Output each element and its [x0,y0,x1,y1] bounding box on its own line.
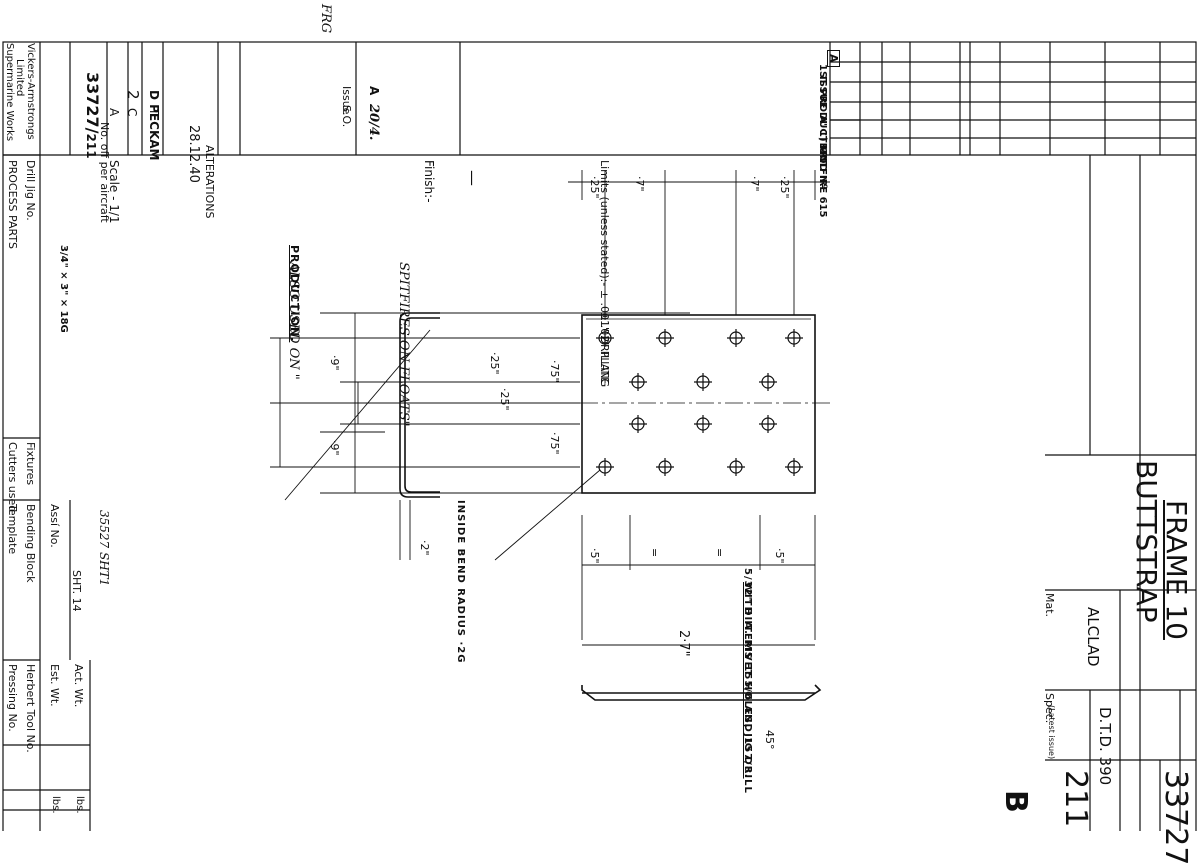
mat-value: ALCLAD [1084,607,1102,667]
limits-label-2: ± .02" PLATE [598,312,611,385]
bend-radius-note: INSIDE BEND RADIUS ·2G [455,500,466,664]
spitfire-note: SPITFIRE 615 [817,143,828,218]
dim-right-lower: ·75" [548,432,561,455]
part-title-2: FRAME 10 [1160,500,1193,640]
dimension-lines [270,170,830,646]
sheet-border [2,41,1197,831]
dim-center-offset: ·25" [498,388,511,411]
part-title-1: BUTTSTRAP [1130,460,1163,623]
no-off-label: No. off per aircraft [98,122,111,223]
finish-value: — [463,170,482,186]
rotated-drawing: Vickers-Armstrongs Limited Supermarine W… [2,4,1197,865]
issue-letter: B [998,790,1033,813]
drawing-ref: 35527 SHT1 [97,510,111,587]
drawn-by: D PECKAM [147,90,161,161]
lbs-label-1: lbs. [50,796,61,814]
company-line2: Limited [14,59,26,97]
no-off-value: 2 [124,90,142,100]
dim-angle: 45° [763,730,776,750]
template-label: Template [6,504,19,555]
cutters-label: Cutters used [6,442,19,513]
dim-eq-1: = [648,548,661,558]
alteration-date: 28.12.40 [186,125,201,183]
process-parts-title: PROCESS PARTS [6,160,19,250]
alteration-letter-t: T [147,108,161,116]
alteration-letter-c: C [125,108,139,117]
dim-top-right-edge: ·25" [588,176,601,199]
dim-top-left-pitch: ·7" [748,176,761,192]
company-line1: Vickers-Armstrongs [25,43,36,140]
alterations-title: ALTERATIONS [203,145,216,219]
dim-row-offset: ·25" [488,352,501,375]
drawing-sheet-top-value: 211 [84,133,98,159]
drawing-sheet: 211 [1058,770,1093,828]
company-name: Vickers-Armstrongs Limited Supermarine W… [4,43,36,141]
sheet-ref: SHT. 14 [70,570,83,612]
drawing-number: 33727 [1158,770,1193,865]
drawing-number-top-value: 33727 [83,72,102,128]
mat-label: Mat. [1043,593,1056,618]
dim-top-left-edge: ·25" [778,176,791,199]
spec-sub: (Latest issue) [1047,705,1056,760]
herbert-label: Herbert Tool No. [24,664,37,753]
drill-jig-label: Drill Jig No. [24,160,37,221]
finish-label: Finish:- [422,160,436,203]
dim-bottom-left: ·5" [588,548,601,564]
company-line3: Supermarine Works [4,43,15,142]
drawing-sheet: Vickers-Armstrongs Limited Supermarine W… [2,4,1197,865]
so-value: 20/4. [366,104,381,141]
pressing-label: Pressing No. [6,664,19,732]
act-wt-label: Act. Wt. [72,664,85,708]
dim-vert-lower: ·9" [328,440,341,456]
lbs-label-2: lbs. [74,796,85,814]
stock-size: 3/4" × 3" × 18G [58,245,69,333]
spec-value: D.T.D. 390 [1096,707,1114,786]
dim-overall: 2·7" [676,630,691,657]
so-label: S.O. [340,105,353,128]
frg-mark: FRG [318,4,333,34]
assy-no-label: Assí No. [48,504,61,548]
drawing-linework [2,41,1197,831]
also-used-line3: PRODUCTION. [288,245,301,343]
also-used-line2: SPITFIRES ON FLOATS" [396,262,411,427]
dim-thickness: ·2" [418,540,431,556]
issue-mark: A [367,86,381,96]
issue-box: A [827,50,840,67]
leader-lines [284,329,601,561]
est-wt-label: Est. Wt. [48,664,61,707]
dim-vert-upper: ·9" [328,355,341,371]
plate-section-view [399,312,440,560]
dim-eq-2: = [713,548,726,558]
alteration-letter-a: A [107,108,121,117]
dim-top-right-pitch: ·7" [633,176,646,192]
bending-block-label: Bending Block [24,504,37,583]
issue-note: ISSUE 'A' [817,76,828,126]
fixtures-label: Fixtures [24,442,37,486]
rivet-note-line2: WITH ITEMS 155/6 AND 157/8. [742,582,753,779]
plate-plan-view [581,314,816,494]
dim-right-upper: ·75" [548,360,561,383]
plate-edge-view [581,684,822,701]
dim-bottom-right: ·5" [773,548,786,564]
rivet-holes [596,329,803,476]
